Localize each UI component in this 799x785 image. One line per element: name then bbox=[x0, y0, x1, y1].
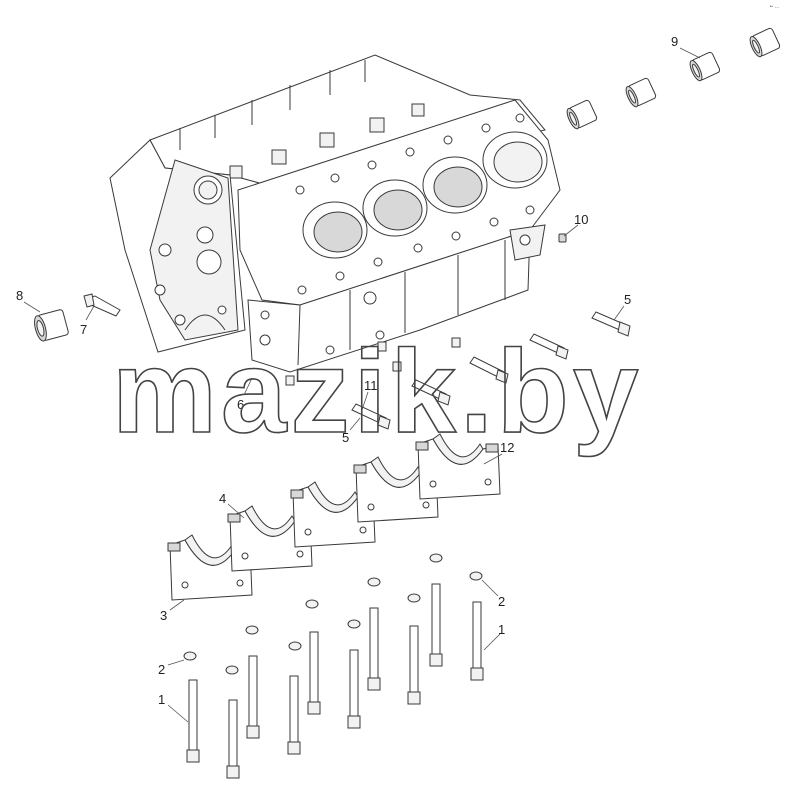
callout-8: 8 bbox=[16, 288, 23, 303]
camshaft-bushings bbox=[566, 27, 781, 130]
cap-bolts bbox=[186, 583, 484, 779]
cylinder-bores bbox=[302, 131, 548, 259]
callout-6: 6 bbox=[237, 397, 244, 412]
rear-bushing bbox=[34, 309, 69, 342]
callout-11: 11 bbox=[364, 378, 378, 393]
callout-5-lower: 5 bbox=[342, 430, 349, 445]
corner-mark: •‑ ... bbox=[770, 4, 779, 10]
callout-9: 9 bbox=[671, 34, 678, 49]
callout-1-left: 1 bbox=[158, 692, 165, 707]
callout-10: 10 bbox=[574, 212, 588, 227]
watermark-text: mazik.by bbox=[112, 326, 642, 458]
cylinder-block bbox=[109, 54, 561, 373]
callout-4: 4 bbox=[219, 491, 226, 506]
callout-labels: 8 7 9 10 5 6 11 5 12 4 3 2 1 2 1 bbox=[16, 34, 678, 707]
callout-5-upper: 5 bbox=[624, 292, 631, 307]
callout-2-right: 2 bbox=[498, 594, 505, 609]
callout-3: 3 bbox=[160, 608, 167, 623]
leader-lines bbox=[23, 47, 701, 723]
callout-1-right: 1 bbox=[498, 622, 505, 637]
washers bbox=[183, 553, 483, 675]
side-bolts bbox=[285, 311, 631, 430]
main-bearing-caps bbox=[167, 433, 501, 601]
callout-7: 7 bbox=[80, 322, 87, 337]
callout-12: 12 bbox=[500, 440, 514, 455]
bolt-7 bbox=[83, 293, 121, 317]
callout-2-left: 2 bbox=[158, 662, 165, 677]
